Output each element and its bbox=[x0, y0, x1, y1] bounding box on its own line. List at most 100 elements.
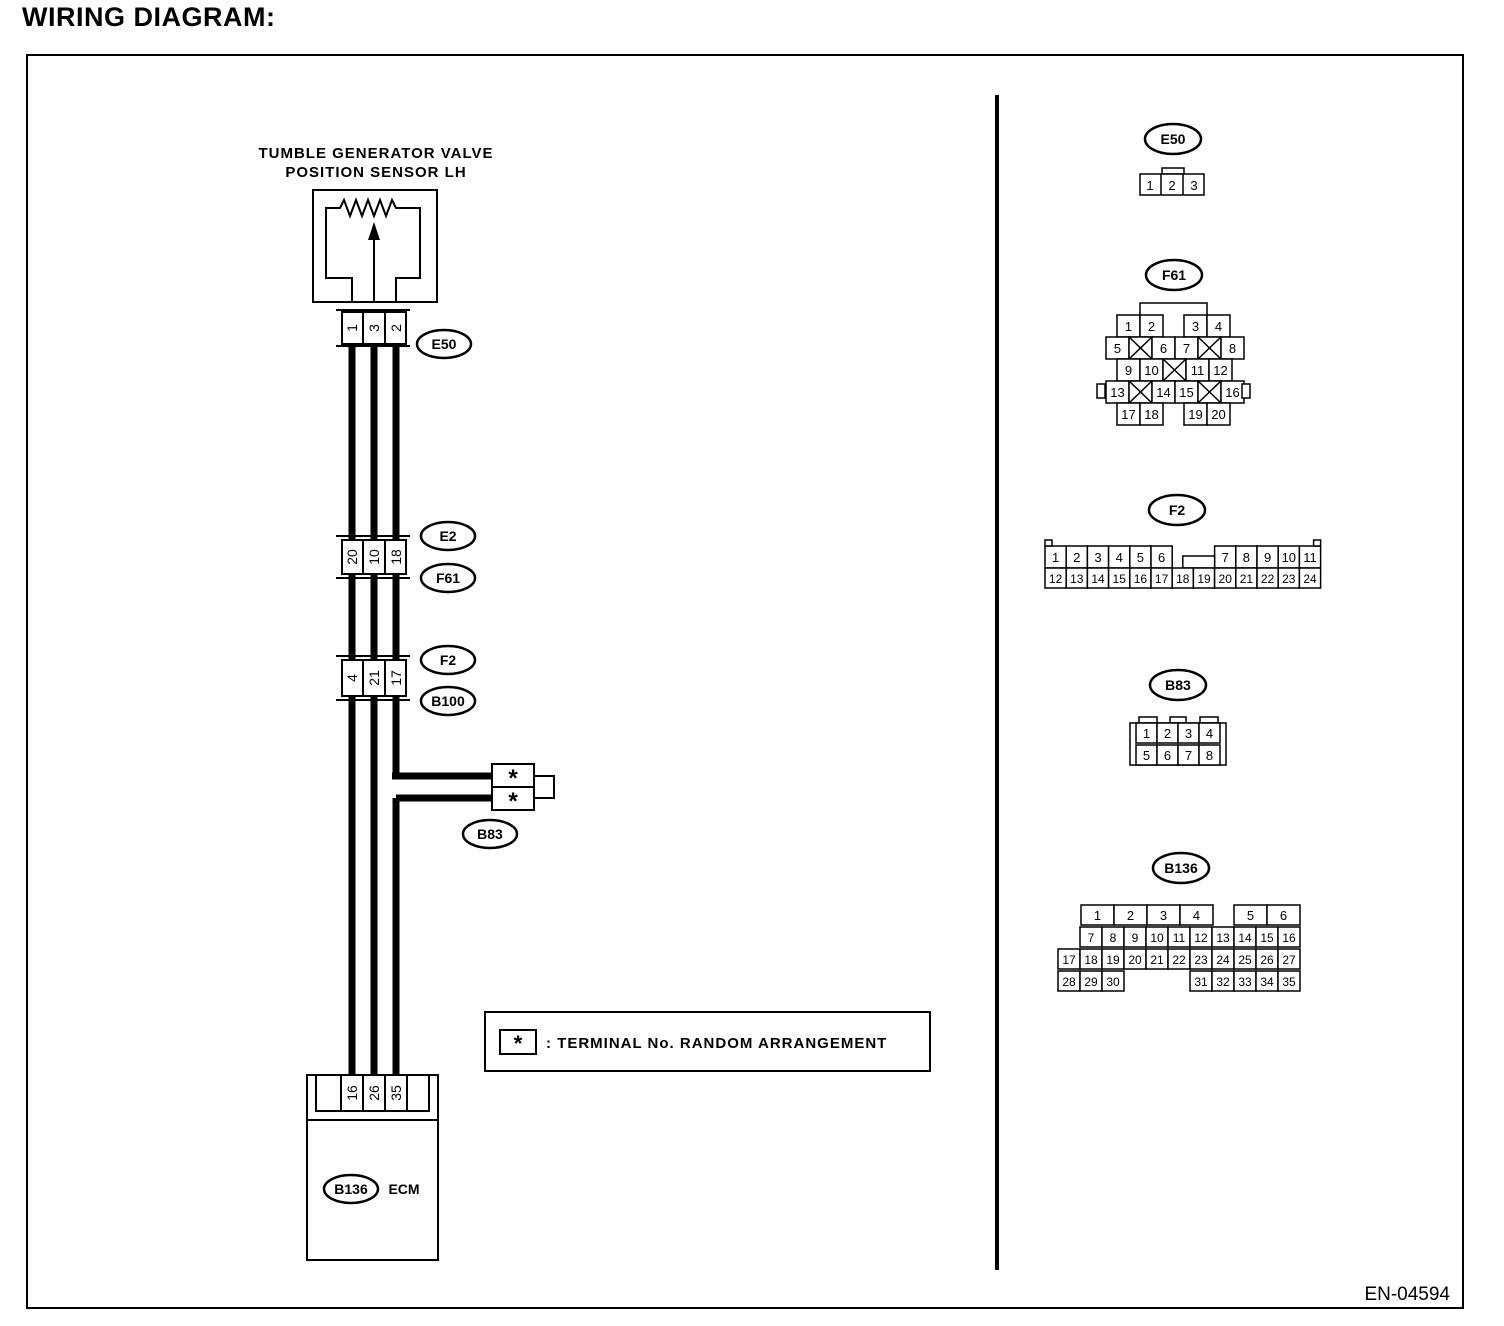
e2-pin: 10 bbox=[366, 549, 382, 565]
connector-f2-b100: 4 21 17 F2 B100 bbox=[336, 644, 477, 717]
face-b136-title: B136 bbox=[1164, 860, 1198, 876]
face-pin: 5 bbox=[1114, 341, 1121, 356]
sensor-title-line2: POSITION SENSOR LH bbox=[285, 164, 466, 181]
face-pin: 24 bbox=[1303, 572, 1317, 586]
face-pin: 3 bbox=[1190, 178, 1197, 193]
face-pin: 5 bbox=[1137, 550, 1144, 565]
face-cell bbox=[1101, 970, 1125, 992]
e50-pin: 3 bbox=[366, 324, 382, 332]
e2-tag bbox=[419, 520, 477, 552]
face-pin: 32 bbox=[1216, 975, 1230, 989]
b136-tag-label: B136 bbox=[334, 1181, 368, 1197]
connector-b83: * * B83 bbox=[461, 763, 555, 850]
blank-cavity bbox=[1128, 380, 1153, 404]
face-pin: 34 bbox=[1260, 975, 1274, 989]
face-pin: 8 bbox=[1243, 550, 1250, 565]
face-pin: 3 bbox=[1160, 908, 1167, 923]
face-pin: 18 bbox=[1084, 953, 1098, 967]
f2-tag bbox=[419, 644, 477, 676]
face-pin: 15 bbox=[1260, 931, 1274, 945]
face-pin: 17 bbox=[1062, 953, 1076, 967]
face-pin: 12 bbox=[1194, 931, 1208, 945]
face-cell bbox=[1139, 402, 1164, 426]
face-pin: 2 bbox=[1168, 178, 1175, 193]
e2-pin: 20 bbox=[344, 549, 360, 565]
face-pin: 1 bbox=[1125, 319, 1132, 334]
face-pin: 9 bbox=[1132, 931, 1139, 945]
latch-tab bbox=[1312, 539, 1322, 547]
face-pin: 1 bbox=[1143, 726, 1150, 741]
face-pin: 18 bbox=[1176, 572, 1190, 586]
face-pin: 2 bbox=[1073, 550, 1080, 565]
face-pin: 5 bbox=[1247, 908, 1254, 923]
face-pin: 11 bbox=[1173, 931, 1186, 945]
face-pin: 13 bbox=[1110, 385, 1124, 400]
face-pin: 3 bbox=[1094, 550, 1101, 565]
latch-tab bbox=[1138, 716, 1158, 724]
face-pin: 27 bbox=[1282, 953, 1296, 967]
f2-pin: 17 bbox=[388, 670, 404, 686]
diagram-code: EN-04594 bbox=[1364, 1284, 1450, 1305]
face-pin: 21 bbox=[1150, 953, 1164, 967]
blank-cavity bbox=[1162, 358, 1187, 382]
face-pin: 10 bbox=[1282, 550, 1296, 565]
note-text: : TERMINAL No. RANDOM ARRANGEMENT bbox=[546, 1035, 887, 1052]
face-f61-title: F61 bbox=[1162, 267, 1186, 283]
f61-tag bbox=[419, 562, 477, 594]
face-f2-title: F2 bbox=[1169, 502, 1186, 518]
face-pin: 8 bbox=[1229, 341, 1236, 356]
face-pin: 7 bbox=[1222, 550, 1229, 565]
face-pin: 25 bbox=[1238, 953, 1252, 967]
face-pin: 31 bbox=[1194, 975, 1208, 989]
e50-pin: 1 bbox=[344, 324, 360, 332]
connector-e2-f61: 20 10 18 E2 F61 bbox=[336, 520, 477, 594]
face-pin: 22 bbox=[1261, 572, 1275, 586]
face-pin: 15 bbox=[1179, 385, 1193, 400]
face-pin: 1 bbox=[1146, 178, 1153, 193]
face-pin: 4 bbox=[1215, 319, 1222, 334]
face-pin: 28 bbox=[1062, 975, 1076, 989]
blank-cavity bbox=[1197, 380, 1222, 404]
face-cell bbox=[1179, 904, 1214, 926]
b136-tag bbox=[322, 1173, 380, 1205]
face-cell bbox=[1277, 926, 1301, 948]
note-box: * : TERMINAL No. RANDOM ARRANGEMENT bbox=[484, 1011, 931, 1072]
face-pin: 4 bbox=[1206, 726, 1213, 741]
potentiometer-icon bbox=[325, 197, 421, 302]
face-pin: 3 bbox=[1192, 319, 1199, 334]
face-pin: 18 bbox=[1144, 407, 1158, 422]
f2-pin: 21 bbox=[366, 670, 382, 686]
connector-e50: 1 3 2 E50 bbox=[336, 309, 473, 360]
face-pin: 19 bbox=[1197, 572, 1211, 586]
face-pin: 2 bbox=[1148, 319, 1155, 334]
face-pin: 33 bbox=[1238, 975, 1252, 989]
face-pin: 5 bbox=[1143, 748, 1150, 763]
face-pin: 19 bbox=[1106, 953, 1120, 967]
face-pin: 14 bbox=[1238, 931, 1252, 945]
face-pin: 30 bbox=[1106, 975, 1120, 989]
face-pin: 2 bbox=[1164, 726, 1171, 741]
face-pin: 12 bbox=[1049, 572, 1063, 586]
diagram-frame bbox=[26, 54, 1464, 1309]
face-pin: 11 bbox=[1191, 363, 1205, 378]
e2-pin: 18 bbox=[388, 549, 404, 565]
b83-tag-label: B83 bbox=[477, 826, 503, 842]
blank-cavity bbox=[1197, 336, 1222, 360]
face-cell bbox=[1198, 744, 1221, 766]
face-pin: 7 bbox=[1088, 931, 1095, 945]
face-pin: 16 bbox=[1282, 931, 1296, 945]
face-pin: 6 bbox=[1280, 908, 1287, 923]
face-pin: 10 bbox=[1150, 931, 1164, 945]
face-pin: 6 bbox=[1158, 550, 1165, 565]
sensor-title-line1: TUMBLE GENERATOR VALVE bbox=[258, 145, 493, 162]
face-pin: 10 bbox=[1144, 363, 1158, 378]
face-pin: 35 bbox=[1282, 975, 1296, 989]
face-pin: 7 bbox=[1183, 341, 1190, 356]
f2-pin: 4 bbox=[344, 674, 360, 682]
face-pin: 19 bbox=[1188, 407, 1202, 422]
face-e50-title: E50 bbox=[1161, 131, 1186, 147]
ecm-pin: 26 bbox=[366, 1085, 382, 1101]
